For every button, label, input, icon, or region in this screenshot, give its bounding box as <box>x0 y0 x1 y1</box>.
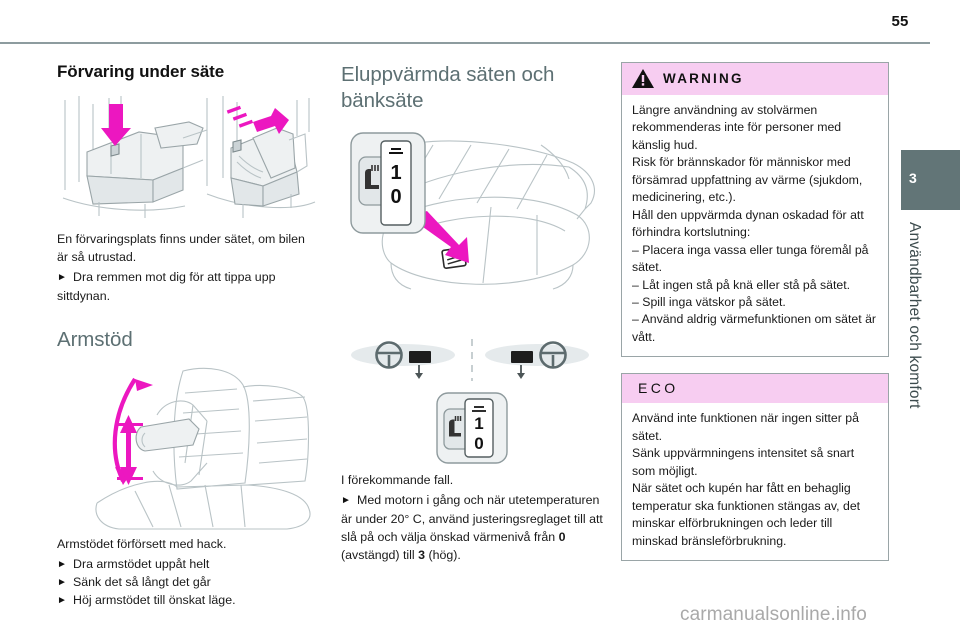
section-title-armrest: Armstöd <box>57 327 133 351</box>
eco-callout-label: ECO <box>638 380 679 397</box>
heated-seats-step-1-text-b: (avstängd) till <box>341 548 419 563</box>
bullet-arrow-icon: ► <box>341 495 351 507</box>
warning-line-4: – Placera inga vassa eller tunga föremål… <box>632 242 869 275</box>
eco-callout-body: Använd inte funktionen när ingen sitter … <box>622 403 888 560</box>
bullet-arrow-icon: ► <box>57 558 67 570</box>
svg-text:1: 1 <box>390 162 401 184</box>
warning-line-3: Håll den uppvärmda dynan oskadad för att… <box>632 207 864 240</box>
heated-seats-note: I förekommande fall. <box>341 473 454 488</box>
chapter-number: 3 <box>909 170 917 186</box>
heated-seat-switch-detail: 1 0 <box>350 132 426 234</box>
armrest-step-2: ► Sänk det så långt det går <box>57 573 319 591</box>
chapter-tab: 3 <box>901 150 960 210</box>
armrest-step-2-text: Sänk det så långt det går <box>73 575 211 590</box>
section-title-heated-seats: Eluppvärmda säten och bänksäte <box>341 63 555 112</box>
eco-line-2: Sänk uppvärmningens intensitet så snart … <box>632 446 855 478</box>
bullet-arrow-icon: ► <box>57 272 67 284</box>
heated-seats-step-1-text-c: (hög). <box>425 548 461 563</box>
storage-step-1-text: Dra remmen mot dig för att tippa upp sit… <box>57 270 276 303</box>
heated-seat-switch-illustration: 1 0 <box>350 132 595 290</box>
warning-triangle-icon <box>632 69 654 88</box>
svg-text:0: 0 <box>474 434 483 453</box>
heated-seat-switch-closeup: 1 0 <box>436 392 508 464</box>
lhd-dashboard-icon <box>351 341 455 380</box>
heated-seat-pictogram <box>449 416 462 437</box>
storage-description: En förvaringsplats finns under sätet, om… <box>57 232 305 265</box>
armrest-illustration <box>95 367 311 530</box>
warning-callout-body: Längre användning av stolvärmen rekommen… <box>622 95 888 356</box>
heated-seats-step-1-text-a: Med motorn i gång och när utetemperature… <box>341 493 603 544</box>
heat-level-max: 3 <box>418 548 426 563</box>
warning-line-1: Längre användning av stolvärmen rekommen… <box>632 103 842 152</box>
armrest-step-3: ► Höj armstödet till önskat läge. <box>57 591 319 609</box>
heat-level-min: 0 <box>558 529 566 544</box>
rhd-dashboard-icon <box>485 341 589 380</box>
column-left: Förvaring under säte <box>57 62 319 610</box>
lhd-rhd-switch-location-illustration: 1 0 <box>351 339 589 464</box>
eco-callout: ECO Använd inte funktionen när ingen sit… <box>621 373 889 561</box>
armrest-step-1: ► Dra armstödet uppåt helt <box>57 555 319 573</box>
armrest-step-1-text: Dra armstödet uppåt helt <box>73 556 210 571</box>
svg-text:1: 1 <box>474 414 483 433</box>
bullet-arrow-icon: ► <box>57 577 67 589</box>
warning-line-6: – Spill inga vätskor på sätet. <box>632 294 786 309</box>
eco-line-1: Använd inte funktionen när ingen sitter … <box>632 411 859 443</box>
warning-line-7: – Använd aldrig värmefunktionen om sätet… <box>632 312 877 344</box>
header-divider <box>0 42 930 44</box>
column-middle: Eluppvärmda säten och bänksäte <box>341 62 603 564</box>
eco-line-3: När sätet och kupén har fått en behaglig… <box>632 481 861 548</box>
storage-step-1: ►Dra remmen mot dig för att tippa upp si… <box>57 268 319 304</box>
svg-text:0: 0 <box>390 186 401 208</box>
armrest-step-3-text: Höj armstödet till önskat läge. <box>73 593 236 608</box>
under-seat-storage-illustration <box>62 96 316 218</box>
eco-callout-header: ECO <box>622 374 888 404</box>
warning-line-5: – Låt ingen stå på knä eller stå på säte… <box>632 277 851 292</box>
warning-callout-header: WARNING <box>622 63 888 95</box>
warning-line-2: Risk för brännskador för människor med f… <box>632 155 863 205</box>
warning-callout-label: WARNING <box>663 71 744 86</box>
chapter-title: Användbarhet och komfort <box>906 222 923 409</box>
armrest-pad <box>135 417 200 452</box>
watermark: carmanualsonline.info <box>680 604 867 625</box>
heated-seat-pictogram <box>365 165 379 190</box>
page-title: Förvaring under säte <box>57 62 225 81</box>
heated-seats-step-1: ►Med motorn i gång och när utetemperatur… <box>341 491 603 564</box>
armrest-description: Armstödet förförsett med hack. <box>57 536 227 551</box>
page-number: 55 <box>891 13 909 30</box>
column-right: WARNING Längre användning av stolvärmen … <box>621 62 889 577</box>
warning-callout: WARNING Längre användning av stolvärmen … <box>621 62 889 358</box>
bullet-arrow-icon: ► <box>57 595 67 607</box>
